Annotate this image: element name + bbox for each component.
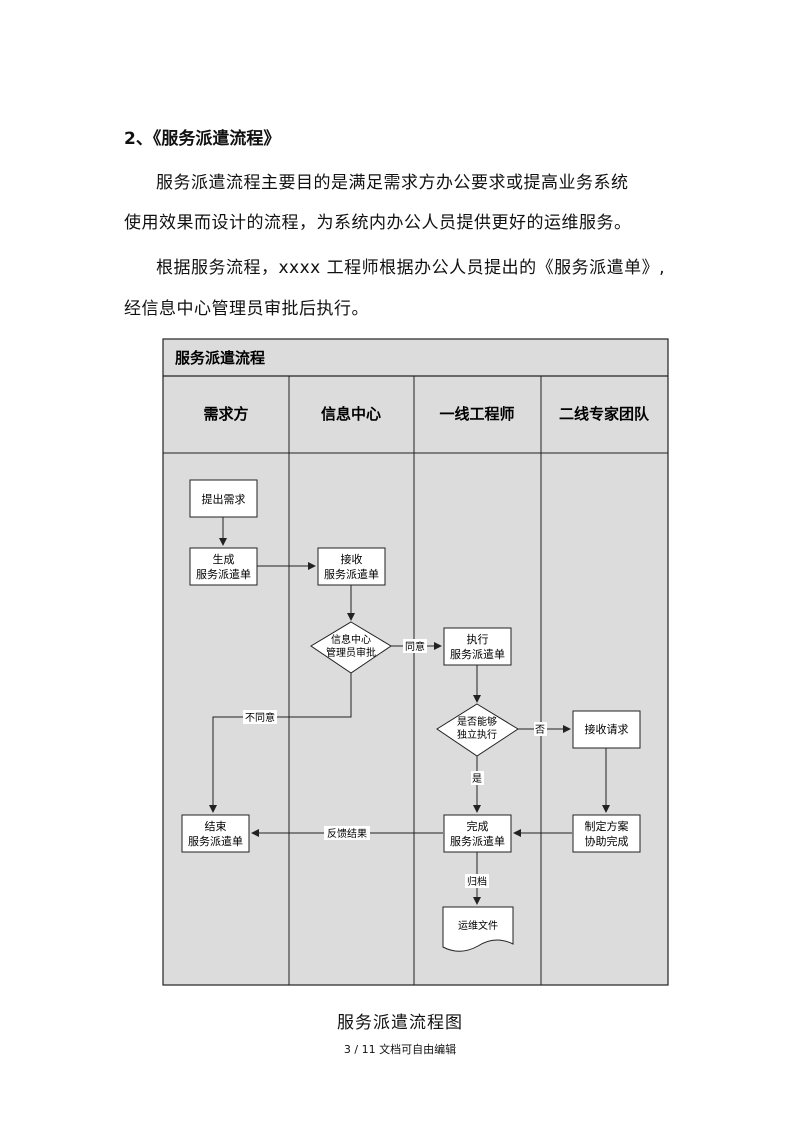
node-ops-file-label: 运维文件: [458, 919, 498, 932]
node-end-label-2: 服务派遣单: [188, 834, 243, 848]
node-execute-label-1: 执行: [467, 632, 489, 646]
node-execute-label-2: 服务派遣单: [450, 647, 505, 661]
edge-label-disagree: 不同意: [245, 711, 275, 724]
node-request: [189, 479, 258, 518]
edge-label-archive: 归档: [467, 875, 487, 888]
node-accept-request: [572, 710, 641, 749]
lane-header-first-line: 一线工程师: [439, 405, 514, 423]
node-approve-label-1: 信息中心: [331, 633, 371, 646]
flowchart-title: 服务派遣流程: [175, 349, 265, 367]
node-approve-label-2: 管理员审批: [326, 646, 376, 659]
node-plan-label-1: 制定方案: [585, 819, 629, 833]
paragraph-1-line-1: 服务派遣流程主要目的是满足需求方办公要求或提高业务系统: [156, 173, 629, 193]
node-independent-label-1: 是否能够: [457, 715, 497, 728]
node-approve-decision: [310, 621, 392, 674]
node-end-label-1: 结束: [205, 820, 227, 833]
node-independent-decision: [436, 703, 519, 757]
node-complete-label-2: 服务派遣单: [450, 834, 505, 848]
node-independent-label-2: 独立执行: [457, 728, 497, 741]
node-plan-label-2: 协助完成: [585, 834, 629, 848]
edge-label-yes: 是: [472, 773, 482, 785]
node-ops-file-document-shape: [442, 906, 514, 952]
node-receive-label-1: 接收: [341, 552, 363, 566]
lane-header-second-line: 二线专家团队: [559, 405, 650, 423]
node-accept-request-label: 接收请求: [585, 722, 629, 736]
node-complete-label-1: 完成: [467, 819, 489, 833]
lane-header-requester: 需求方: [203, 405, 248, 423]
node-complete: [443, 814, 512, 853]
edge-label-feedback: 反馈结果: [327, 827, 367, 840]
edge-label-agree: 同意: [405, 640, 425, 653]
edge-label-no: 否: [535, 724, 545, 736]
lane-header-info-center: 信息中心: [321, 405, 381, 423]
node-end: [181, 814, 250, 853]
node-request-label: 提出需求: [202, 492, 246, 506]
node-plan: [572, 814, 641, 853]
node-receive-label-2: 服务派遣单: [324, 567, 379, 581]
paragraph-1-line-2: 使用效果而设计的流程，为系统内办公人员提供更好的运维服务。: [124, 213, 632, 233]
page-footer: 3 / 11 文档可自由编辑: [343, 1043, 457, 1056]
node-receive: [317, 547, 386, 586]
node-generate-label-2: 服务派遣单: [196, 567, 251, 581]
node-generate-label-1: 生成: [213, 552, 235, 566]
paragraph-2-line-2: 经信息中心管理员审批后执行。: [124, 299, 369, 319]
figure-caption: 服务派遣流程图: [337, 1013, 463, 1033]
flowchart-frame: [162, 338, 669, 986]
section-heading: 2、《服务派遣流程》: [124, 129, 281, 149]
node-execute: [443, 627, 512, 666]
paragraph-2-line-1: 根据服务流程，xxxx 工程师根据办公人员提出的《服务派遣单》,: [156, 258, 666, 278]
node-generate: [189, 547, 258, 586]
